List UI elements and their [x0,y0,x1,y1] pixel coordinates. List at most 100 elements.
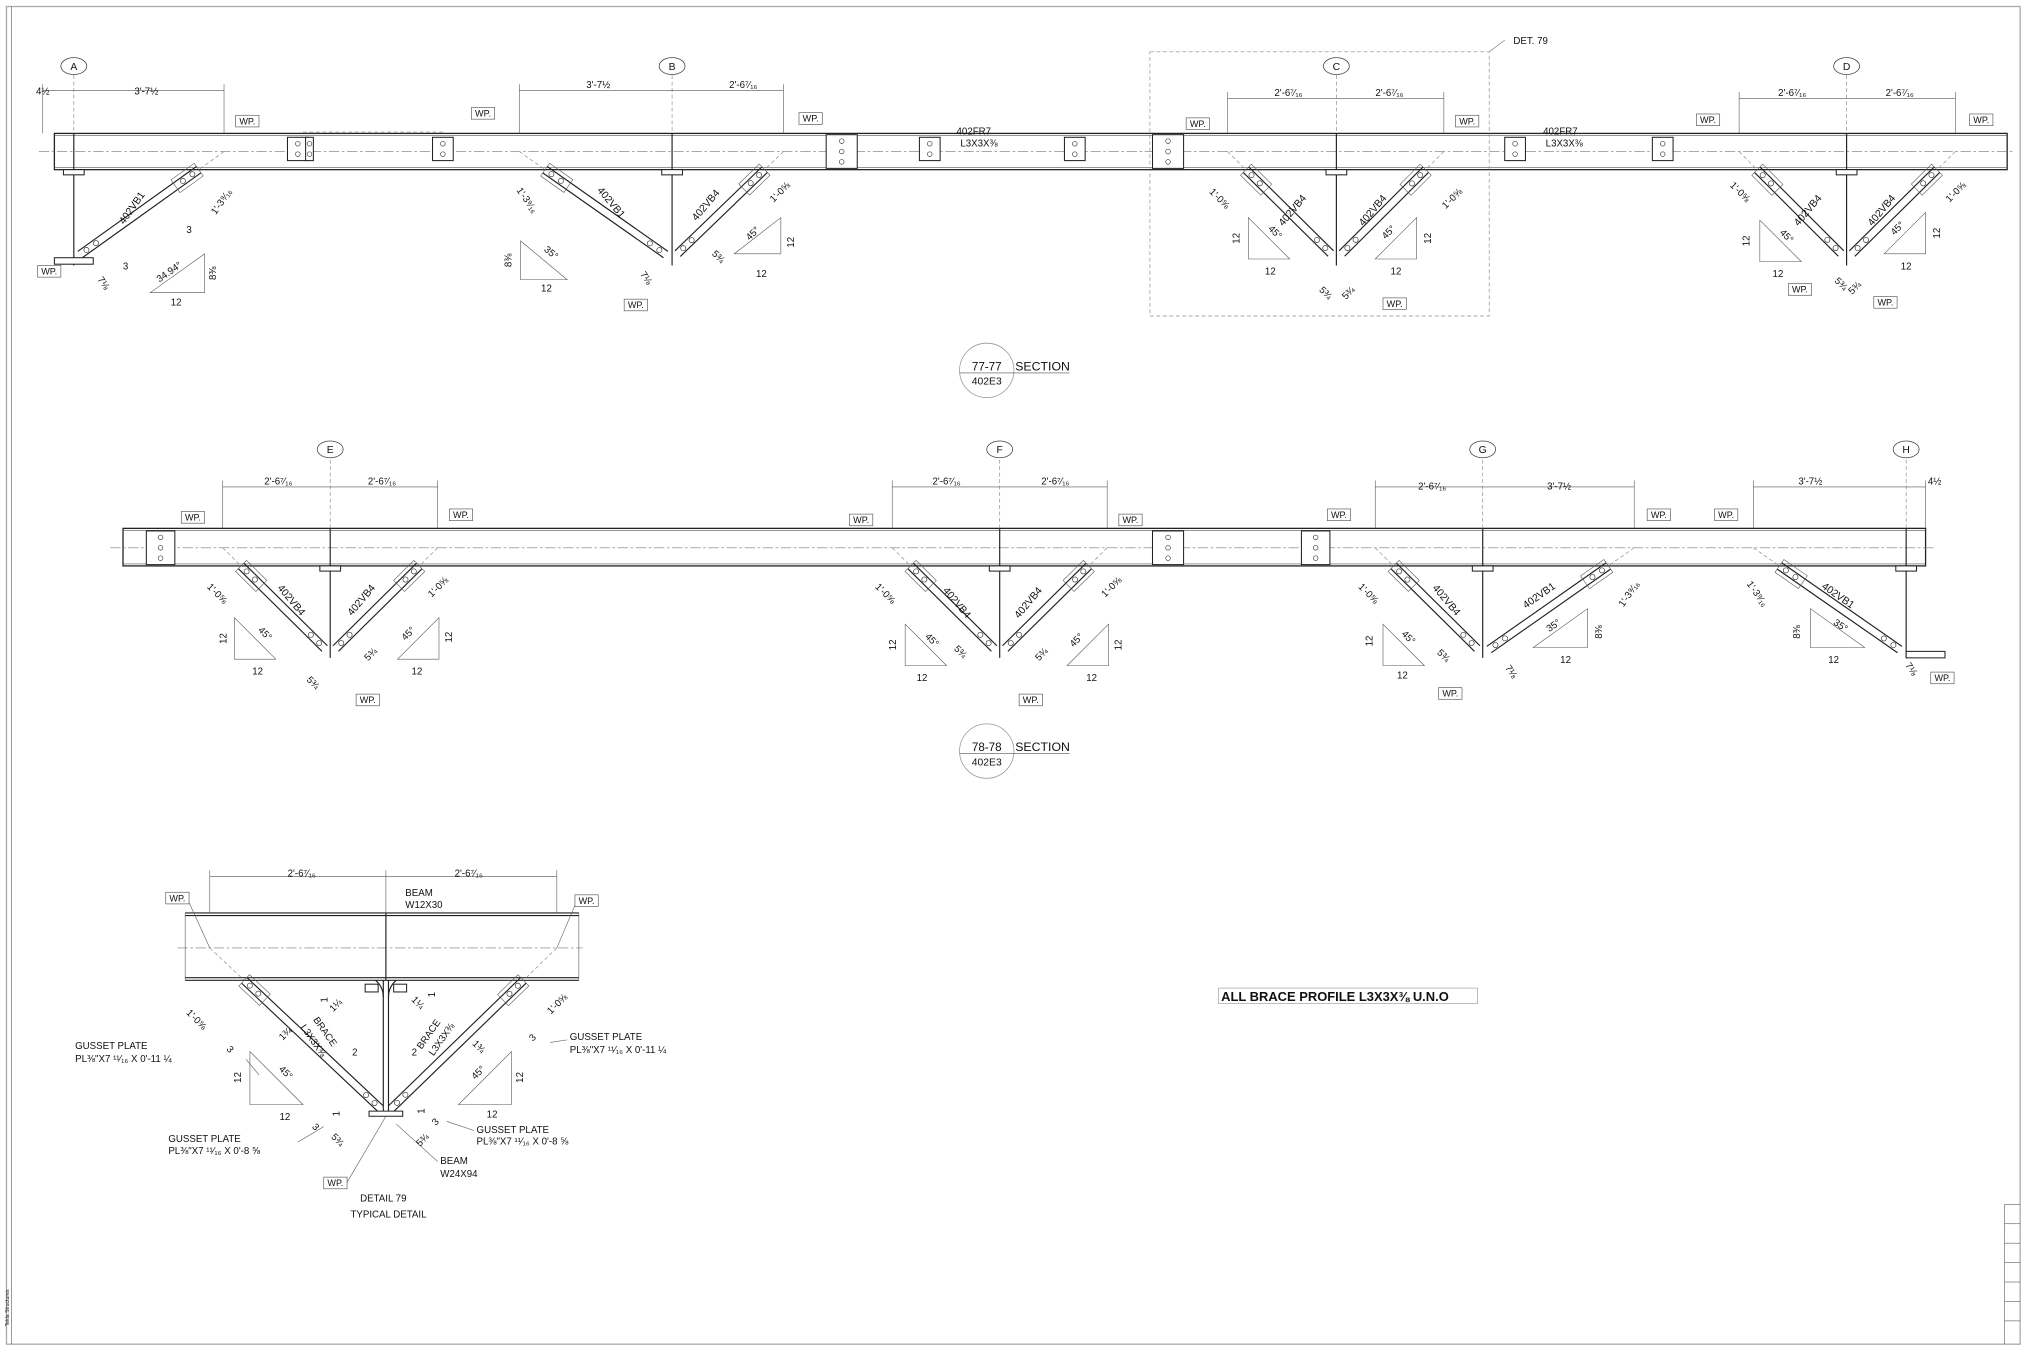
grid-bubble [658,57,686,75]
bolt [410,568,417,575]
slope-triangle [1532,608,1588,648]
slope-rise: 12 [1932,228,1943,239]
dimension-label: 5¾ [1340,284,1358,302]
brace-angle [338,568,423,652]
brace-mark: 402VB4 [1792,193,1824,228]
brace-angle [546,166,669,252]
wp-box [1873,296,1898,309]
bolt [1460,631,1467,638]
bolt [338,640,345,646]
brace-mark: 402VB4 [346,583,378,618]
bolt [157,555,164,561]
brace-work-line [523,947,558,981]
grid-bubble [316,440,344,459]
bolt [747,180,754,187]
bolt [985,640,992,646]
slope-triangle [1382,623,1426,666]
note-box [1218,987,1478,1004]
bolt [1314,236,1320,243]
work-point-label: WP. [1331,510,1347,520]
brace-work-line [1425,151,1445,170]
brace-angle [1248,166,1334,252]
bolt [307,631,314,638]
dimension-label: 7⅛ [1502,663,1519,681]
slope-run: 12 [1828,655,1839,666]
gusset-plate [1387,559,1420,592]
work-point-label: WP. [169,893,185,903]
dimension-label: 1'-0⅝ [1440,186,1465,211]
brace-angle [1486,562,1607,647]
bolt [1768,180,1774,187]
bolt [1352,236,1359,243]
dimension-label: 1 [417,1108,428,1113]
brace-angle [246,977,384,1106]
dimension-label: 1'-3⁹⁄₁₆ [514,186,540,216]
brace-work-line [198,151,225,170]
dimension-label: 5¾ [1033,646,1051,664]
slope-rise: 8⅜ [504,253,515,267]
gusset-plate [238,974,271,1006]
gusset-label: GUSSET PLATE [477,1125,550,1136]
section-marker-circle [959,723,1015,779]
grid-line-label: A [70,62,77,73]
dimension-label: 5¾ [709,249,727,267]
cap-plate [319,565,342,572]
dimension-label: 2'-6⁷⁄₁₆ [288,869,316,880]
gusset-plate [497,974,530,1007]
gusset-plate [1774,559,1808,589]
bolt [1599,567,1605,574]
brace-angle [393,982,527,1112]
brace-angle [1390,568,1475,652]
drawing-geometry [5,5,2021,1345]
slope-angle: 45° [1068,631,1086,649]
bolt [1165,545,1171,551]
dimension-label: 1 [320,997,331,1002]
brace-angle [674,166,763,252]
bolt [913,568,920,575]
brace-work-line [222,547,242,567]
bolt [1890,642,1897,649]
bolt [1759,172,1766,179]
bolt [839,138,845,144]
slope-triangle [904,623,948,666]
dimension-label: 1'-0⅝ [545,991,570,1016]
software-credit: Tekla Structures [5,1289,11,1326]
slope-run: 12 [1391,267,1402,278]
wp-box [449,508,473,521]
work-point-label: WP. [1459,116,1475,126]
bolt [316,640,323,646]
work-point-label: WP. [1190,119,1206,129]
brace-angle [388,977,522,1106]
work-point-label: WP. [1442,689,1458,699]
slope-triangle [457,1050,512,1105]
dimension-label: 7⅛ [1902,661,1919,679]
splice-plate [918,136,941,162]
bolt [189,171,196,178]
slope-angle: 35° [1831,617,1849,634]
slope-angle: 35° [542,244,560,262]
dimension-label: 3 [186,225,191,236]
bolt [1313,545,1319,551]
dimension-label: 1'-0⅝ [873,582,898,607]
bolt [1313,534,1319,541]
work-point-label: WP. [579,896,595,906]
work-point-label: WP. [1792,285,1808,295]
slope-angle: 45° [400,625,418,643]
bolt [646,240,653,247]
slope-triangle [149,253,205,293]
slope-rise: 12 [444,632,455,643]
slope-run: 12 [412,667,423,678]
dimension-label: 3 [430,1116,442,1128]
dimension-label: 5¾ [1847,279,1865,297]
general-note: ALL BRACE PROFILE L3X3X⅜ U.N.O [1221,989,1449,1004]
brace-mark: 402VB1 [1819,581,1856,611]
gusset-plate [235,559,268,592]
slope-triangle [1759,219,1802,262]
grid-bubble [1323,57,1350,75]
wp-box [355,693,380,707]
bolt [1344,245,1351,251]
work-point-label: WP. [1023,695,1039,705]
bolt [927,151,933,157]
slope-triangle [520,240,568,281]
brace-mark: 402VB4 [1866,193,1898,228]
